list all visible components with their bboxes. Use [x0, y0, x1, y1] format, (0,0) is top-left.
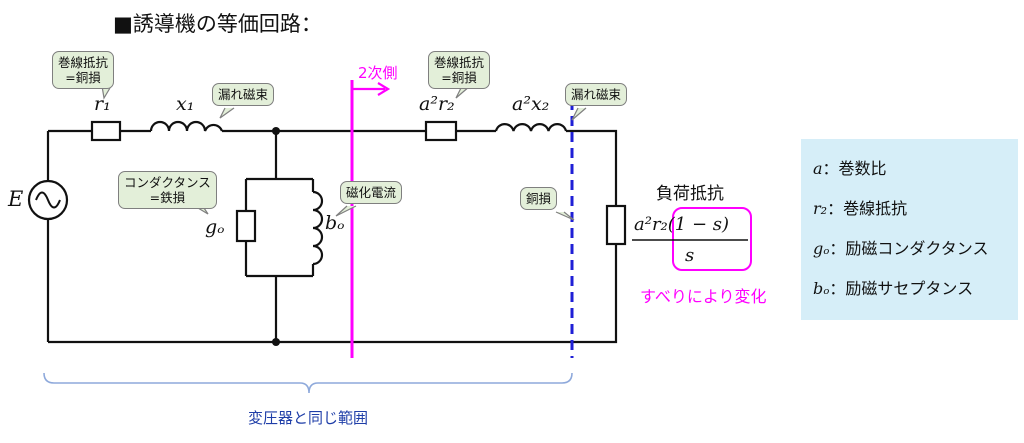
arrow-right-icon — [352, 82, 391, 96]
top-wire — [48, 129, 618, 206]
sine-icon — [35, 191, 61, 209]
label-E: E — [8, 187, 24, 211]
legend-item-conductance: gₒ：励磁コンダクタンス — [813, 239, 989, 258]
callout-conductance: コンダクタンス =鉄損 — [118, 171, 217, 209]
callout-copper-loss: 銅損 — [520, 187, 558, 210]
inductor-a2x2 — [494, 123, 568, 132]
label-slip-note: すべりにより変化 — [640, 287, 767, 306]
range-brace — [43, 372, 573, 394]
load-numerator: a²r₂(1 − s) — [634, 214, 730, 235]
resistor-r1 — [90, 120, 122, 142]
inductor-bo — [312, 190, 324, 266]
label-a2r2: a²r₂ — [419, 93, 455, 115]
junction-bottom — [272, 338, 280, 346]
callout-winding-resistance-2: 巻線抵抗 =銅損 — [428, 51, 491, 89]
label-secondary-side: 2次側 — [358, 64, 398, 82]
callout-magnetizing-current: 磁化電流 — [340, 181, 403, 204]
callout-winding-resistance-1: 巻線抵抗 =銅損 — [52, 51, 115, 89]
shunt-wire — [244, 131, 315, 342]
label-r1: r₁ — [94, 93, 111, 115]
legend-item-susceptance: bₒ：励磁サセプタンス — [813, 279, 974, 298]
resistor-a2r2 — [424, 120, 458, 142]
label-transformer-range: 変圧器と同じ範囲 — [248, 409, 369, 427]
junction-top — [272, 127, 280, 135]
label-a2x2: a²x₂ — [512, 93, 550, 115]
bottom-wire — [48, 244, 618, 344]
legend-item-winding-resistance: r₂：巻線抵抗 — [813, 199, 908, 218]
load-denominator: s — [685, 245, 695, 266]
label-go: gₒ — [205, 216, 225, 238]
callout-leakage-flux-1: 漏れ磁束 — [212, 83, 275, 106]
callout-leakage-flux-2: 漏れ磁束 — [565, 83, 628, 106]
slip-highlight-box — [672, 207, 752, 271]
legend-box: a：巻数比 r₂：巻線抵抗 gₒ：励磁コンダクタンス bₒ：励磁サセプタンス — [801, 139, 1018, 320]
label-bo: bₒ — [325, 212, 345, 234]
label-load-resistance: 負荷抵抗 — [656, 184, 724, 204]
label-x1: x₁ — [176, 93, 195, 115]
legend-item-turns-ratio: a：巻数比 — [813, 159, 887, 178]
page-title: ■誘導機の等価回路： — [113, 12, 322, 36]
resistor-go — [235, 209, 257, 243]
inductor-x1 — [149, 120, 224, 132]
resistor-load — [605, 204, 627, 246]
